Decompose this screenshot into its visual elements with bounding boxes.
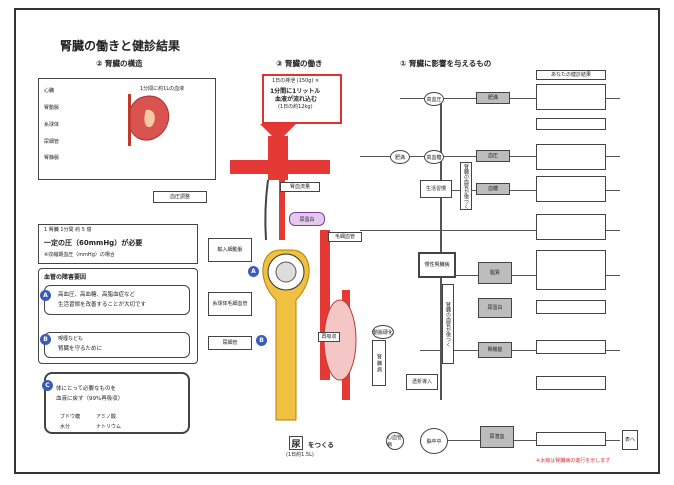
ckd-vertical: 腎 臓 病 — [372, 340, 386, 386]
flow-line-4 — [360, 230, 620, 231]
result-table-6 — [536, 250, 606, 290]
vertical-note-1: 腎臓の血管が傷つく — [460, 162, 472, 210]
reabsorb-item-4: ナトリウム — [96, 424, 122, 430]
page-title: 腎臓の働きと健診結果 — [60, 39, 181, 53]
reabsorb-sub: 血液に戻す（99%再吸収） — [56, 396, 124, 402]
circle-cvd: 心血管病 — [386, 432, 404, 450]
risk-b-box — [44, 332, 190, 358]
afferent-box: 輸入細動脈 — [208, 238, 252, 262]
kidney-structure-panel — [38, 78, 216, 180]
result-table-1 — [536, 84, 606, 110]
circle-stroke: 脳卒中 — [420, 428, 448, 454]
flow-line-3 — [420, 190, 620, 191]
dialysis-box: 透析導入 — [406, 374, 438, 390]
lifestyle-box: 生活習慣 — [420, 180, 452, 198]
reabsorb-box: 再吸収 — [318, 332, 340, 342]
struct-line-5: 腎静脈 — [44, 155, 60, 161]
badge-c-left: C — [42, 380, 53, 391]
risk-a-box — [44, 285, 190, 315]
main-flow-line — [440, 100, 442, 400]
urine-make: をつくる — [308, 441, 334, 449]
circle-hyperglycemia: 高血糖 — [424, 150, 444, 164]
badge-a-center: A — [248, 266, 259, 277]
struct-note: 1分間に約1Lの血液 — [140, 86, 185, 92]
work-box — [262, 74, 342, 124]
struct-line-1: 心臓 — [44, 88, 55, 94]
gray-kidney: 腎機能 — [478, 342, 512, 358]
badge-b-left: B — [40, 334, 51, 345]
bp-panel — [38, 224, 198, 264]
footnote: ※太線は腎臓病の進行を示します — [536, 458, 611, 464]
risk-title: 血管の障害要因 — [44, 274, 87, 281]
result-table-7 — [536, 300, 606, 314]
bp-line1: 1 腎臓 1分間 約 5 億 — [44, 227, 92, 233]
work-line-4: (1日の約12kg) — [278, 104, 313, 110]
vessel-diagram — [230, 124, 357, 421]
flow-line-5 — [420, 275, 620, 276]
work-line-2: 1分間に1リットル — [270, 88, 321, 95]
section-structure: ② 腎臓の構造 — [96, 59, 143, 68]
capillary-box: 毛細血管 — [328, 232, 362, 242]
result-table-10 — [536, 432, 606, 446]
result-table-9 — [536, 376, 606, 390]
struct-line-3: 糸球体 — [44, 122, 60, 128]
section-function: ③ 腎臓の働き — [276, 59, 323, 68]
risk-item-2: 生活習慣を改善することが大切です — [58, 302, 147, 308]
struct-line-2: 腎動脈 — [44, 105, 60, 111]
reabsorb-panel — [44, 372, 190, 434]
badge-a-left: A — [40, 290, 51, 301]
risk-item-4: 腎臓を守るために — [58, 346, 103, 352]
flow-line-top — [400, 98, 620, 99]
vertical-note-2: 腎臓の血管が傷つく — [442, 284, 454, 364]
urine-box: 尿 — [289, 436, 303, 450]
bp-regulation-box: 血圧調整 — [153, 191, 207, 203]
bp-big: 一定の圧（60mmHg）が必要 — [44, 239, 143, 247]
ckd-box: 慢性腎臓病 — [418, 252, 456, 278]
result-table-5 — [536, 214, 606, 240]
bp-sub: ※収縮期血圧（mmHg）の場合 — [44, 252, 115, 258]
circle-obesity: 肥満 — [390, 150, 410, 164]
reabsorb-item-2: アミノ酸 — [96, 414, 116, 420]
work-line-1: 1日の排泄 (150g) × — [272, 78, 320, 84]
result-table-8 — [536, 340, 606, 354]
page-ref-box: 表へ — [622, 430, 638, 450]
result-table-3 — [536, 144, 606, 170]
kidney-illustration — [128, 94, 170, 146]
circle-arteriosclerosis: 動脈硬化 — [372, 325, 394, 339]
renal-blood-flow-box: 腎血流量 — [280, 182, 320, 192]
section-influence: ① 腎臓に影響を与えるもの — [400, 59, 492, 68]
circle-hypertension: 高血圧 — [424, 92, 444, 106]
gray-obesity: 肥満 — [476, 92, 510, 104]
flow-line-6 — [420, 350, 620, 351]
result-table-4 — [536, 176, 606, 202]
urine-sub: (1日約1.5L) — [286, 452, 314, 458]
gray-bp: 血圧 — [476, 150, 510, 162]
gray-glucose: 血糖 — [476, 183, 510, 195]
result-header: あなたの健診結果 — [536, 70, 606, 80]
reabsorb-item-1: ブドウ糖 — [60, 414, 81, 420]
risk-item-1: 高血圧、高血糖、高脂血症など — [58, 292, 136, 298]
glomerular-capillary-box: 糸球体毛細血管 — [208, 292, 252, 316]
gray-lipid: 脂質 — [478, 262, 512, 284]
result-table-2 — [536, 118, 606, 130]
tubule-box: 尿細管 — [208, 336, 252, 350]
reabsorb-title: 体にとって必要なものを — [56, 386, 117, 392]
badge-b-center: B — [256, 335, 267, 346]
reabsorb-item-3: 水分 — [60, 424, 71, 430]
flow-line-7 — [420, 440, 620, 441]
risk-item-3: 喫煙なども — [58, 336, 84, 342]
struct-line-4: 尿細管 — [44, 139, 60, 145]
protein-oval: 尿蛋白 — [289, 212, 325, 226]
gray-protein: 尿蛋白 — [478, 298, 512, 318]
gray-hematuria: 尿潜血 — [480, 426, 514, 448]
work-line-3: 血液が流れ込む — [275, 96, 318, 103]
